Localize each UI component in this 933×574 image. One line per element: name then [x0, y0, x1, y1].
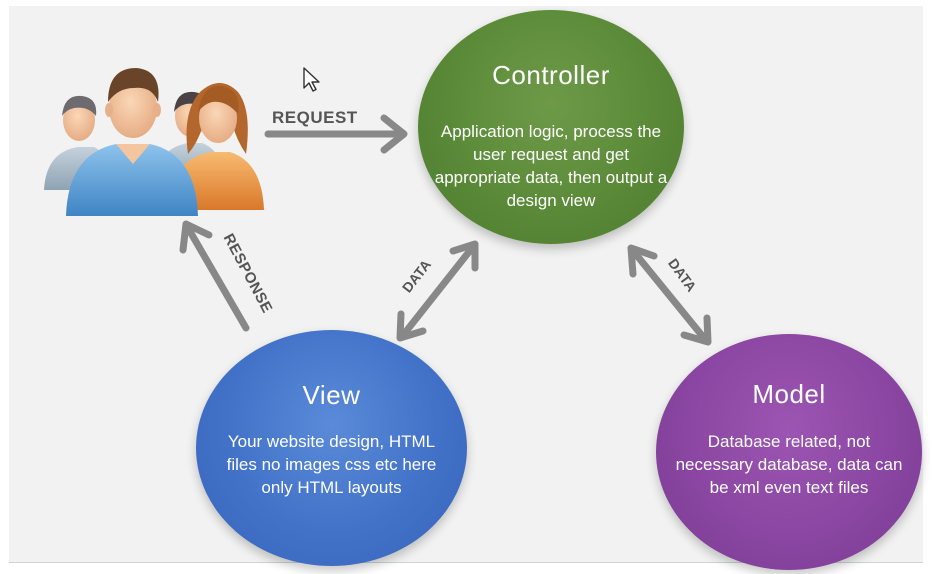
request-arrow [264, 114, 408, 154]
users-group-icon [44, 68, 264, 216]
view-description: Your website design, HTML files no image… [226, 432, 437, 497]
data-arrow-controller-model [627, 244, 712, 346]
controller-node: Controller Application logic, process th… [418, 10, 684, 244]
model-node: Model Database related, not necessary da… [656, 334, 922, 570]
request-label: REQUEST [272, 108, 358, 127]
model-description: Database related, not necessary database… [675, 432, 903, 497]
view-node: View Your website design, HTML files no … [196, 330, 467, 566]
data-arrow-view-controller [396, 240, 479, 342]
user-man [66, 144, 198, 216]
controller-title: Controller [492, 60, 610, 90]
mouse-pointer-icon [303, 67, 320, 92]
model-title: Model [752, 379, 826, 409]
response-arrow [179, 220, 250, 332]
view-title: View [302, 380, 361, 410]
controller-description: Application logic, process the user requ… [434, 122, 668, 210]
